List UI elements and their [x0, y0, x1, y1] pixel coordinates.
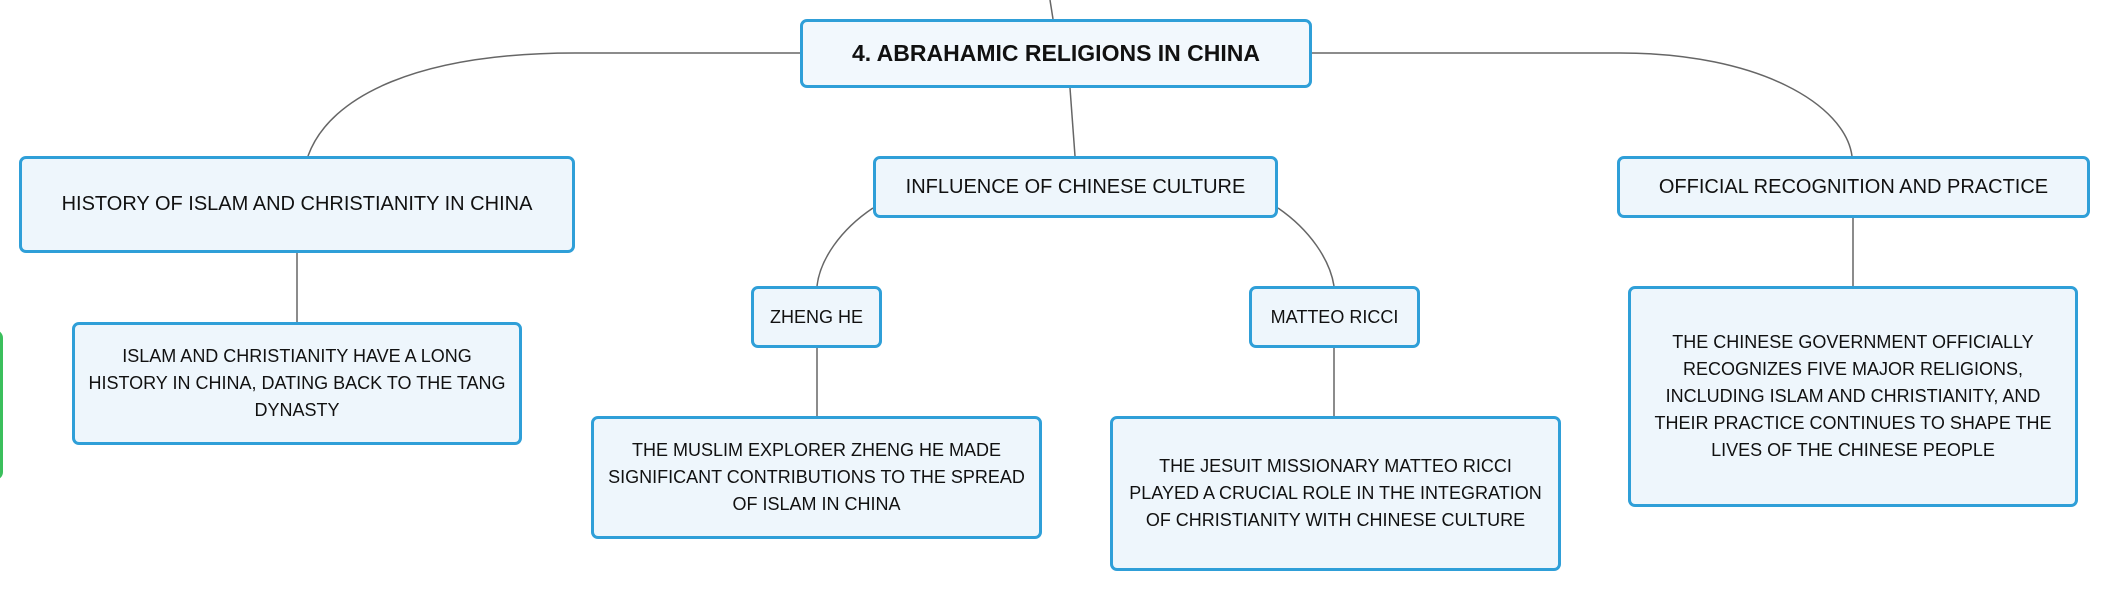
- subtopic-label-matteo-ricci: MATTEO RICCI: [1270, 306, 1399, 327]
- topic-node-influence[interactable]: INFLUENCE OF CHINESE CULTURE: [873, 156, 1278, 218]
- connector-root-influence: [1069, 87, 1076, 157]
- detail-text-zheng-he: THE MUSLIM EXPLORER ZHENG HE MADE SIGNIF…: [608, 440, 1025, 514]
- topic-label-official-recognition: OFFICIAL RECOGNITION AND PRACTICE: [1658, 175, 2049, 198]
- topic-label-history: HISTORY OF ISLAM AND CHRISTIANITY IN CHI…: [61, 193, 533, 215]
- detail-text-official-recognition: THE CHINESE GOVERNMENT OFFICIALLY RECOGN…: [1654, 332, 2052, 460]
- offscreen-node-edge: [0, 330, 3, 480]
- detail-text-matteo-ricci: THE JESUIT MISSIONARY MATTEO RICCI PLAYE…: [1129, 456, 1542, 530]
- connector-root-parent: [1049, 0, 1054, 20]
- topic-node-official-recognition[interactable]: OFFICIAL RECOGNITION AND PRACTICE: [1617, 156, 2090, 218]
- detail-node-official-recognition[interactable]: THE CHINESE GOVERNMENT OFFICIALLY RECOGN…: [1628, 286, 2078, 507]
- subtopic-node-matteo-ricci[interactable]: MATTEO RICCI: [1249, 286, 1420, 348]
- topic-node-history[interactable]: HISTORY OF ISLAM AND CHRISTIANITY IN CHI…: [19, 156, 575, 253]
- detail-node-zheng-he[interactable]: THE MUSLIM EXPLORER ZHENG HE MADE SIGNIF…: [591, 416, 1042, 539]
- connector-root-history: [307, 52, 800, 157]
- connector-influence-zheng: [816, 207, 874, 287]
- detail-node-matteo-ricci[interactable]: THE JESUIT MISSIONARY MATTEO RICCI PLAYE…: [1110, 416, 1561, 571]
- connector-influence-ricci: [1277, 207, 1335, 287]
- detail-node-history[interactable]: ISLAM AND CHRISTIANITY HAVE A LONG HISTO…: [72, 322, 522, 445]
- subtopic-label-zheng-he: ZHENG HE: [769, 306, 863, 327]
- topic-label-influence: INFLUENCE OF CHINESE CULTURE: [905, 175, 1246, 198]
- root-topic-node[interactable]: 4. ABRAHAMIC RELIGIONS IN CHINA: [800, 19, 1312, 88]
- root-topic-label: 4. ABRAHAMIC RELIGIONS IN CHINA: [851, 40, 1261, 66]
- detail-text-history: ISLAM AND CHRISTIANITY HAVE A LONG HISTO…: [88, 346, 506, 420]
- connector-root-official: [1312, 52, 1853, 157]
- subtopic-node-zheng-he[interactable]: ZHENG HE: [751, 286, 882, 348]
